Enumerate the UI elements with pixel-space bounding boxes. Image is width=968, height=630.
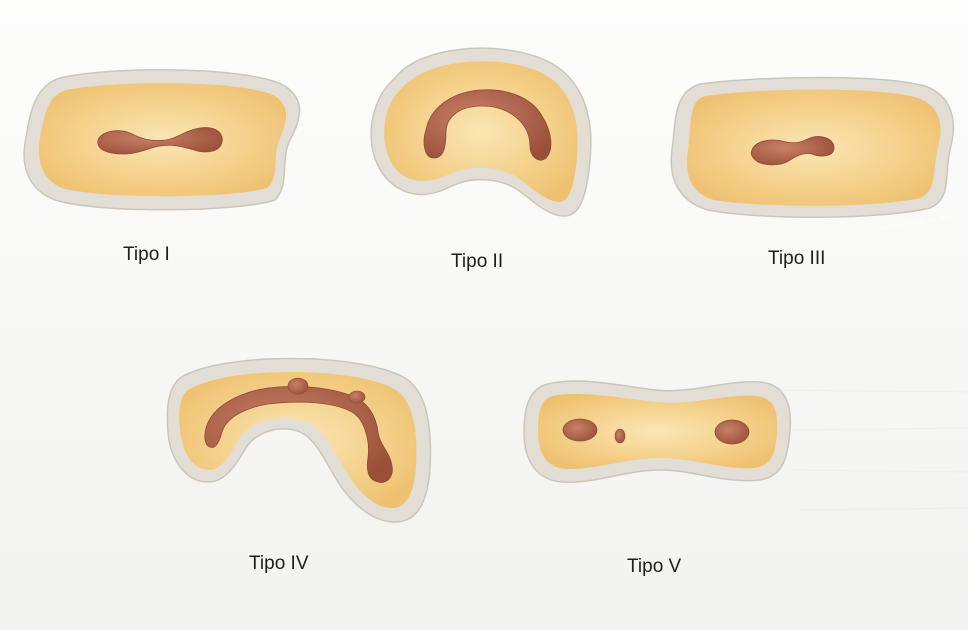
canal-mesial — [563, 419, 597, 441]
root-section-type-5 — [524, 381, 790, 482]
canal-nodule — [288, 378, 308, 394]
root-section-type-3 — [671, 78, 953, 218]
label-type-4: Tipo IV — [249, 553, 309, 575]
root-section-type-4 — [167, 359, 430, 523]
root-dentin-body — [39, 83, 286, 196]
label-type-5: Tipo V — [627, 556, 681, 578]
canal-central — [615, 429, 625, 443]
label-type-1: Tipo I — [123, 244, 170, 266]
root-section-type-1 — [24, 70, 299, 210]
canal-distal — [715, 420, 749, 444]
canal-nodule — [349, 391, 365, 403]
root-section-type-2 — [371, 48, 591, 216]
label-type-2: Tipo II — [451, 251, 503, 273]
label-type-3: Tipo III — [768, 248, 825, 270]
